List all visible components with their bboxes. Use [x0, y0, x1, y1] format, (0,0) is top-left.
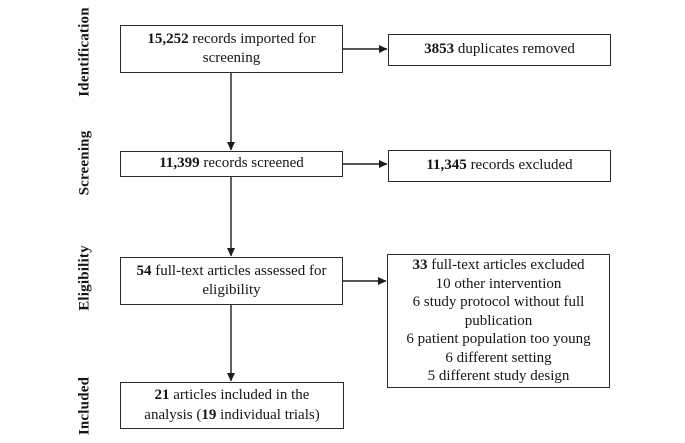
fulltext-excluded-line-total: 33 full-text articles excluded [412, 256, 585, 273]
stage-label-included: Included [76, 376, 93, 436]
box-included-analysis-text: 21 articles included in the analysis (19… [144, 387, 320, 423]
box-fulltext-assessed-text: 54 full-text articles assessed for eligi… [136, 262, 327, 299]
fulltext-excluded-line-design: 5 different study design [427, 368, 570, 385]
stage-label-identification: Identification [76, 7, 93, 97]
box-records-imported-text: 15,252 records imported for screening [147, 30, 316, 67]
box-duplicates-removed-text: 3853 duplicates removed [424, 41, 575, 58]
fulltext-excluded-line-intervention: 10 other intervention [435, 275, 562, 292]
box-fulltext-excluded: 33 full-text articles excluded 10 other … [387, 254, 610, 388]
fulltext-excluded-line-protocol: 6 study protocol without full publicatio… [412, 294, 585, 329]
box-records-screened-text: 11,399 records screened [159, 155, 304, 172]
stage-label-screening: Screening [76, 130, 93, 196]
stage-label-eligibility: Eligibility [76, 245, 93, 311]
fulltext-excluded-line-population: 6 patient population too young [406, 331, 591, 348]
box-fulltext-assessed: 54 full-text articles assessed for eligi… [120, 257, 343, 305]
box-included-analysis: 21 articles included in the analysis (19… [120, 382, 344, 429]
box-records-screened: 11,399 records screened [120, 151, 343, 177]
box-records-excluded: 11,345 records excluded [388, 150, 611, 182]
box-duplicates-removed: 3853 duplicates removed [388, 34, 611, 66]
box-records-excluded-text: 11,345 records excluded [426, 157, 573, 174]
fulltext-excluded-line-setting: 6 different setting [445, 349, 552, 366]
box-records-imported: 15,252 records imported for screening [120, 25, 343, 73]
